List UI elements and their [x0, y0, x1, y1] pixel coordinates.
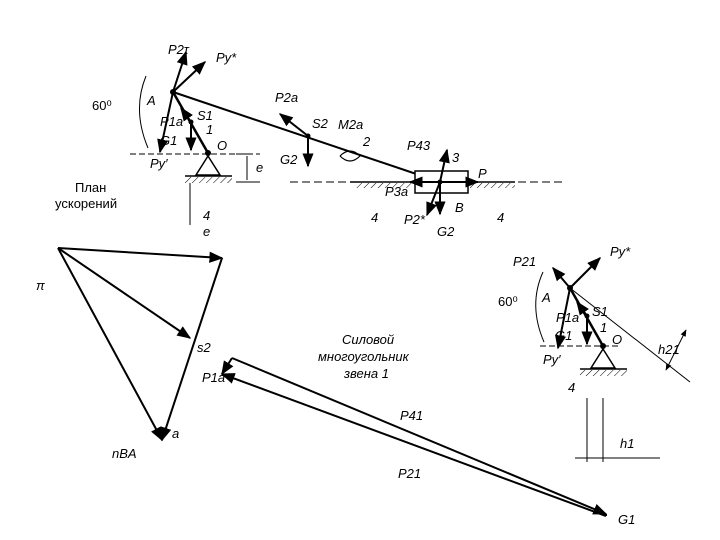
label-poly-g1: G1: [618, 512, 635, 527]
angle-arc-60: [138, 75, 149, 149]
accel-title-1: План: [75, 180, 106, 195]
detail-label-g1: G1: [555, 328, 572, 343]
detail-label-four: 4: [568, 380, 575, 395]
label-p2-a: P2a: [275, 90, 298, 105]
detail-label-s1: S1: [592, 304, 608, 319]
polygon-title-1: Силовой: [342, 332, 394, 347]
label-poly-p21: P21: [398, 466, 421, 481]
label-p2-star: P2*: [404, 212, 426, 227]
detail-force-py-prime: [554, 287, 571, 350]
detail-joint-o: [600, 343, 606, 349]
detail-label-py-star: Py*: [610, 244, 631, 259]
support-o: [194, 154, 222, 176]
label-four-left: 4: [203, 208, 210, 223]
force-py-prime: [157, 91, 174, 154]
label-g2-bottom: G2: [437, 224, 455, 239]
mechanism: P2τ Py* 60⁰ A P1a S1 G1 1 O Py′ P2a S2 M…: [92, 42, 565, 239]
label-p2-tau: P2τ: [168, 42, 190, 57]
label-link1: 1: [206, 122, 213, 137]
vector-p21: [220, 373, 607, 517]
detail-support-hatch: [580, 370, 627, 376]
moment-m2: [339, 150, 361, 162]
vector-e-a: [160, 257, 223, 442]
label-py-prime: Py′: [150, 156, 168, 171]
label-s1: S1: [197, 108, 213, 123]
vector-pi-a: [57, 247, 163, 442]
dim-h21: [665, 329, 687, 371]
link1-detail: P21 Py* 60⁰ A P1a S1 G1 1 O Py′ h21 4 h1: [498, 244, 691, 462]
label-p43: P43: [407, 138, 431, 153]
joint-o: [205, 150, 211, 156]
acceleration-plan: План ускорений π s2 a nBA: [36, 180, 224, 461]
label-m2-a: M2a: [338, 117, 363, 132]
detail-label-o: O: [612, 332, 622, 347]
label-poly-p41: P41: [400, 408, 423, 423]
label-accel-s2: s2: [197, 340, 212, 355]
label-link2: 2: [362, 134, 371, 149]
polygon-title-3: звена 1: [343, 366, 389, 381]
label-e-lower: e: [203, 224, 210, 239]
label-p: P: [478, 166, 487, 181]
detail-force-py-star: [569, 257, 601, 289]
guide-hatch-left: [355, 183, 413, 188]
polygon-title-2: многоугольник: [318, 349, 410, 364]
label-s2: S2: [312, 116, 329, 131]
label-poly-p1-a: P1a: [202, 370, 225, 385]
detail-force-p1-a: [576, 300, 589, 317]
detail-label-angle-60: 60⁰: [498, 294, 518, 309]
vector-p1-a: [221, 357, 234, 376]
label-nba: nBA: [112, 446, 137, 461]
detail-label-a: A: [541, 290, 551, 305]
label-link3: 3: [452, 150, 460, 165]
force-polygon: Силовой многоугольник звена 1 P1a P41 P2…: [202, 332, 635, 527]
force-p2-tau: [172, 50, 188, 93]
label-angle-60: 60⁰: [92, 98, 112, 113]
label-o: O: [217, 138, 227, 153]
detail-label-link1: 1: [600, 320, 607, 335]
label-e: e: [256, 160, 263, 175]
vector-pi-nba: [57, 247, 219, 259]
detail-support: [589, 347, 617, 369]
label-g1: G1: [160, 133, 177, 148]
accel-title-2: ускорений: [55, 196, 117, 211]
support-o-hatch: [185, 177, 232, 183]
guide-hatch-right: [470, 183, 515, 188]
force-p1-a: [180, 106, 193, 123]
label-p3-a: P3a: [385, 184, 408, 199]
force-p2-a: [278, 113, 309, 137]
force-py-star: [172, 61, 207, 93]
detail-force-p21: [552, 266, 571, 289]
label-pi: π: [36, 278, 45, 293]
label-a: A: [146, 93, 156, 108]
detail-label-p1-a: P1a: [556, 310, 579, 325]
detail-label-py-prime: Py′: [543, 352, 561, 367]
force-p2-star: [426, 181, 441, 217]
vector-pi-s2: [57, 247, 192, 339]
label-four-right: 4: [497, 210, 504, 225]
label-accel-a: a: [172, 426, 179, 441]
detail-label-h21: h21: [658, 342, 680, 357]
label-b: B: [455, 200, 464, 215]
label-g2: G2: [280, 152, 298, 167]
label-py-star: Py*: [216, 50, 237, 65]
label-four-mid: 4: [371, 210, 378, 225]
detail-angle-arc: [535, 271, 545, 343]
force-p43: [438, 148, 450, 183]
label-p1-a: P1a: [160, 114, 183, 129]
detail-label-p21: P21: [513, 254, 536, 269]
detail-label-h1: h1: [620, 436, 634, 451]
vector-p41: [231, 357, 608, 515]
